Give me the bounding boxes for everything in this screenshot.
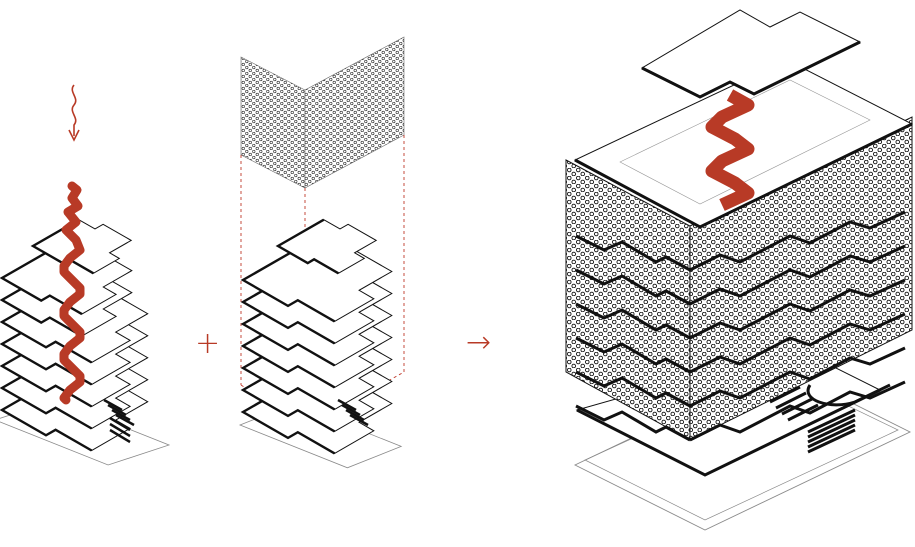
step — [781, 397, 813, 416]
slab-edge — [575, 268, 691, 306]
slab-edge — [575, 370, 691, 408]
step — [107, 403, 127, 417]
step — [337, 398, 357, 412]
plus-icon: + — [195, 326, 220, 361]
step — [115, 413, 135, 427]
perforated-screen — [240, 36, 405, 189]
slab-edge — [575, 336, 691, 374]
stair-core-top — [705, 89, 755, 211]
step — [807, 423, 856, 449]
slab-edge — [689, 278, 906, 340]
slab-edge — [689, 346, 906, 408]
step — [769, 385, 801, 404]
plinth-edge — [576, 388, 881, 477]
roof-edge — [574, 122, 913, 229]
step — [807, 418, 856, 444]
wavy-arrow-icon — [68, 84, 80, 142]
slab-edge — [575, 302, 691, 340]
floor-plates-panel — [0, 84, 171, 466]
step — [109, 416, 131, 432]
slab-edge — [689, 210, 906, 272]
rooftop-plate — [640, 9, 862, 99]
step — [787, 403, 819, 422]
screen-facade-panel — [238, 36, 405, 469]
step — [349, 413, 369, 427]
entrance-steps — [103, 398, 135, 444]
ramp-edge — [806, 383, 891, 407]
rooftop-edge — [641, 40, 861, 99]
entrance-steps — [769, 385, 856, 454]
entrance-steps — [337, 398, 369, 427]
stair-core — [59, 181, 85, 405]
step — [345, 408, 365, 422]
floor-edge — [0, 242, 83, 316]
stair-flight — [705, 89, 755, 211]
step — [103, 398, 123, 412]
slab-edge — [689, 380, 906, 442]
slab-edges — [575, 210, 906, 442]
floor-edge — [275, 218, 339, 275]
slab-edge — [689, 244, 906, 306]
floor-edge — [240, 239, 336, 323]
step — [775, 391, 807, 410]
step — [807, 413, 856, 439]
arrow-right-icon: → — [466, 325, 491, 360]
step — [341, 403, 361, 417]
step — [807, 428, 856, 454]
slab-edge — [689, 312, 906, 374]
step — [111, 408, 131, 422]
assembled-building-panel — [565, 9, 914, 531]
slab-edge — [575, 404, 691, 442]
step — [807, 408, 856, 434]
perforated-screen — [565, 116, 913, 441]
stair-flight — [59, 181, 85, 405]
step — [109, 428, 131, 444]
step — [109, 422, 131, 438]
floor-plate-stack — [0, 218, 149, 452]
floor-plate-stack — [240, 218, 393, 455]
slab-edge — [575, 234, 691, 272]
